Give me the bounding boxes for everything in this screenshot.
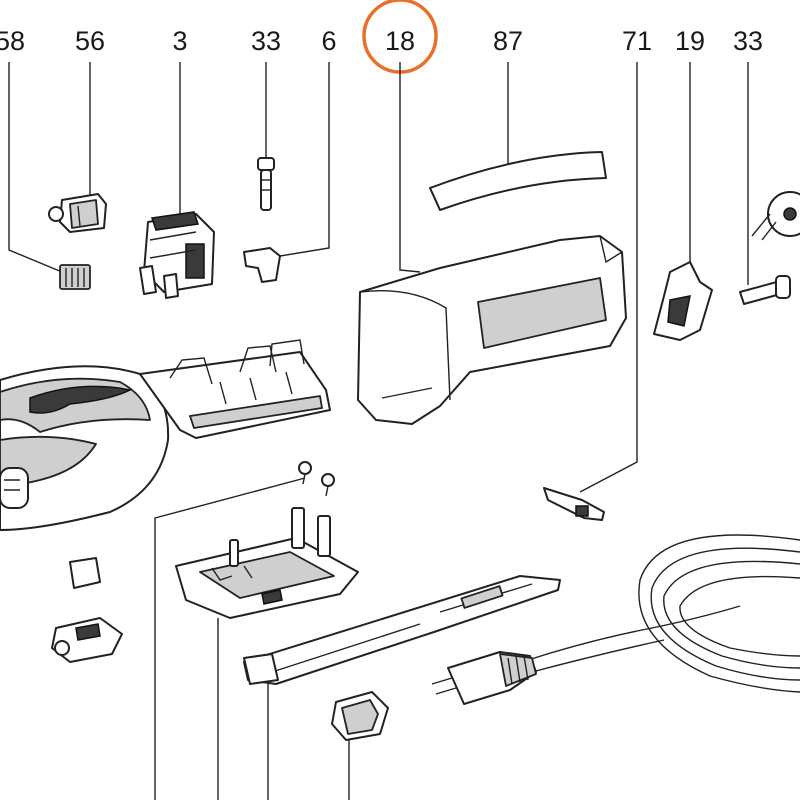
leader-18 — [399, 62, 421, 273]
label-part-3[interactable]: 3 — [172, 26, 187, 56]
label-part-58[interactable]: 58 — [0, 26, 25, 56]
part-switch-carrier-frame[interactable] — [139, 339, 331, 439]
label-part-19[interactable]: 19 — [675, 26, 705, 56]
part-small-bracket[interactable] — [51, 617, 123, 663]
part-cable-entry-partial[interactable] — [751, 191, 800, 241]
part-33-screw-left[interactable] — [257, 157, 275, 211]
leader-lines — [8, 62, 749, 800]
part-power-cable[interactable] — [527, 534, 800, 693]
leader-6 — [279, 62, 330, 257]
part-6-clamp[interactable] — [243, 247, 281, 283]
label-part-6[interactable]: 6 — [321, 26, 336, 56]
part-87-label-plate[interactable] — [429, 151, 607, 211]
part-18-housing-cover[interactable] — [357, 235, 627, 425]
part-33-screw-right[interactable] — [739, 275, 791, 305]
leader-58 — [8, 62, 63, 273]
part-3-switch[interactable] — [139, 211, 215, 299]
part-motor-housing[interactable] — [0, 365, 170, 531]
part-56-clip[interactable] — [48, 193, 107, 233]
part-19-trigger[interactable] — [653, 261, 713, 341]
part-electronic-module[interactable] — [175, 507, 359, 619]
leader-71 — [579, 62, 638, 493]
part-power-plug[interactable] — [431, 651, 537, 705]
label-part-33-right[interactable]: 33 — [733, 26, 763, 56]
part-slide-bar[interactable] — [243, 575, 561, 685]
part-small-cube[interactable] — [69, 557, 101, 589]
leader-bottom-1 — [154, 477, 306, 800]
label-part-71[interactable]: 71 — [622, 26, 652, 56]
part-small-screws[interactable] — [298, 461, 335, 497]
part-58-block[interactable] — [59, 264, 91, 290]
label-part-56[interactable]: 56 — [75, 26, 105, 56]
label-part-33-left[interactable]: 33 — [251, 26, 281, 56]
label-part-87[interactable]: 87 — [493, 26, 523, 56]
label-part-18[interactable]: 18 — [385, 26, 415, 56]
part-71-lever[interactable] — [543, 487, 605, 521]
part-push-button[interactable] — [331, 691, 389, 741]
